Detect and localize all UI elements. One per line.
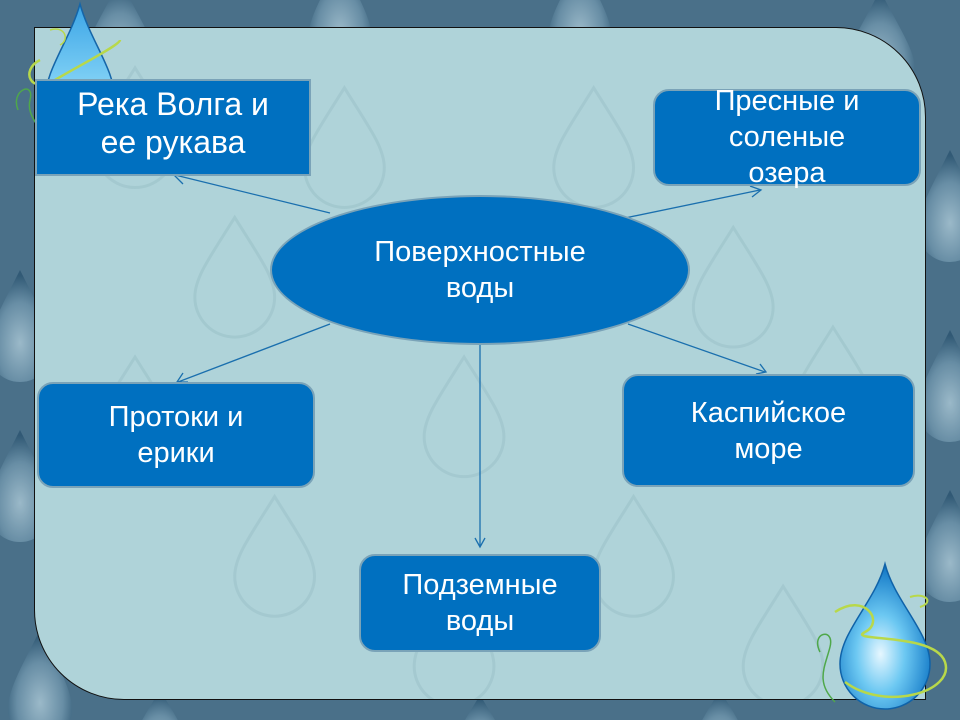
node-groundwater[interactable]: Подземные воды <box>359 554 601 652</box>
node-caspian-line1: Каспийское <box>690 396 847 429</box>
node-groundwater-line1: Подземные <box>402 569 558 601</box>
center-line2: воды <box>445 272 515 304</box>
node-volga-river[interactable]: Река Волга и ее рукава <box>35 79 311 176</box>
node-volga-line1: Река Волга и <box>77 86 269 122</box>
node-lakes-line3: озера <box>748 157 826 189</box>
water-drop-icon-bottom-right <box>817 561 948 710</box>
node-lakes-line2: соленые <box>728 121 846 153</box>
center-line1: Поверхностные <box>374 236 586 268</box>
node-fresh-salt-lakes[interactable]: Пресные и соленые озера <box>653 85 921 189</box>
node-channels-eriki[interactable]: Протоки и ерики <box>37 382 315 488</box>
node-channels-line1: Протоки и <box>108 401 244 433</box>
node-surface-waters-center[interactable]: Поверхностные воды <box>270 195 690 345</box>
node-caspian-line2: море <box>734 432 803 465</box>
node-volga-line2: ее рукава <box>100 124 246 160</box>
node-caspian-sea[interactable]: Каспийское море <box>622 374 915 487</box>
node-lakes-line1: Пресные и <box>714 85 860 117</box>
node-channels-line2: ерики <box>137 437 215 469</box>
node-groundwater-line2: воды <box>445 605 515 637</box>
